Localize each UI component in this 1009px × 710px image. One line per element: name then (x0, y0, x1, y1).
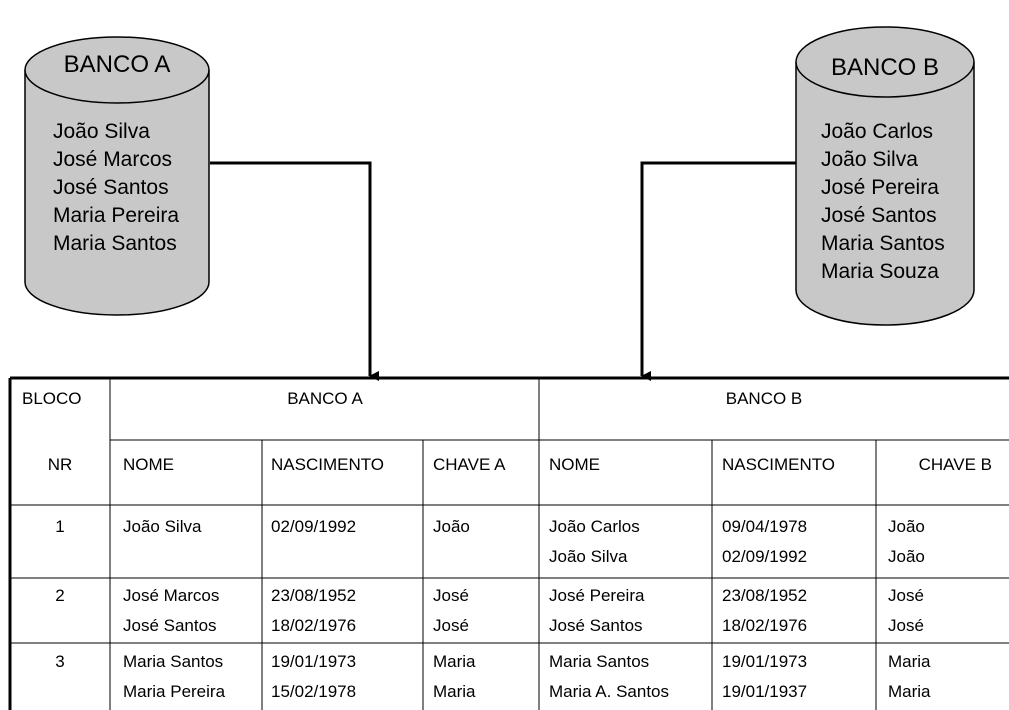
database-b-name: José Pereira (821, 176, 939, 199)
cylinder-a-top (24, 36, 210, 104)
database-a-title: BANCO A (64, 51, 171, 78)
cell-nascimento-a: 18/02/1976 (271, 616, 356, 635)
cell-nome-a: Maria Pereira (123, 682, 226, 701)
cell-nome-b: João Silva (549, 547, 628, 566)
block-number: 3 (55, 652, 64, 671)
connector-b-to-table (640, 161, 796, 381)
cell-chave-b: José (888, 616, 924, 635)
database-b-name: João Carlos (821, 120, 933, 143)
database-a-name: José Marcos (53, 148, 172, 171)
cell-nome-a: João Silva (123, 517, 202, 536)
cell-chave-a: Maria (433, 682, 476, 701)
column-header-nome-a: NOME (123, 455, 174, 474)
database-b-name: Maria Santos (821, 232, 945, 255)
cell-nome-b: João Carlos (549, 517, 640, 536)
cell-nascimento-b: 19/01/1937 (722, 682, 807, 701)
cell-chave-b: Maria (888, 682, 931, 701)
cell-nome-b: Maria A. Santos (549, 682, 669, 701)
database-b-title: BANCO B (831, 54, 939, 81)
block-number: 1 (55, 517, 64, 536)
column-header-nome-b: NOME (549, 455, 600, 474)
cell-nome-a: Maria Santos (123, 652, 223, 671)
database-b-cylinder: BANCO B João Carlos João Silva José Pere… (795, 26, 975, 326)
cylinder-b-body (795, 62, 975, 326)
cell-nome-a: José Marcos (123, 586, 219, 605)
cell-chave-a: José (433, 586, 469, 605)
database-a-name: Maria Santos (53, 232, 177, 255)
header-bloco: BLOCO (22, 389, 82, 408)
database-b-name: João Silva (821, 148, 918, 171)
cell-nascimento-b: 02/09/1992 (722, 547, 807, 566)
header-banco-a: BANCO A (287, 389, 363, 408)
database-b-name: Maria Souza (821, 260, 939, 283)
cell-chave-b: João (888, 517, 925, 536)
cell-chave-b: José (888, 586, 924, 605)
database-a-name: João Silva (53, 120, 150, 143)
cylinder-a-body (24, 70, 210, 316)
column-header-nr: NR (48, 455, 73, 474)
cell-nome-b: José Santos (549, 616, 643, 635)
database-a-cylinder: BANCO A João Silva José Marcos José Sant… (24, 36, 210, 316)
column-header-nascimento-a: NASCIMENTO (271, 455, 384, 474)
cell-nascimento-b: 18/02/1976 (722, 616, 807, 635)
header-banco-b: BANCO B (726, 389, 803, 408)
cell-nascimento-b: 19/01/1973 (722, 652, 807, 671)
cell-nome-b: José Pereira (549, 586, 645, 605)
cell-nome-a: José Santos (123, 616, 217, 635)
block-number: 2 (55, 586, 64, 605)
database-a-name: José Santos (53, 176, 169, 199)
connector-a-to-table (210, 161, 379, 381)
cell-nascimento-a: 23/08/1952 (271, 586, 356, 605)
database-a-name: Maria Pereira (53, 204, 179, 227)
cylinder-b-top (795, 26, 975, 98)
cell-nascimento-a: 19/01/1973 (271, 652, 356, 671)
cell-nome-b: Maria Santos (549, 652, 649, 671)
cell-nascimento-b: 23/08/1952 (722, 586, 807, 605)
cell-nascimento-b: 09/04/1978 (722, 517, 807, 536)
database-b-name: José Santos (821, 204, 937, 227)
cell-nascimento-a: 15/02/1978 (271, 682, 356, 701)
comparison-table: BLOCO BANCO A BANCO B NR NOME NASCIMENTO… (8, 376, 1009, 710)
cell-chave-a: José (433, 616, 469, 635)
cell-chave-a: Maria (433, 652, 476, 671)
cell-chave-a: João (433, 517, 470, 536)
cell-chave-b: João (888, 547, 925, 566)
column-header-chave-a: CHAVE A (433, 455, 506, 474)
cell-chave-b: Maria (888, 652, 931, 671)
cell-nascimento-a: 02/09/1992 (271, 517, 356, 536)
column-header-nascimento-b: NASCIMENTO (722, 455, 835, 474)
column-header-chave-b: CHAVE B (919, 455, 992, 474)
